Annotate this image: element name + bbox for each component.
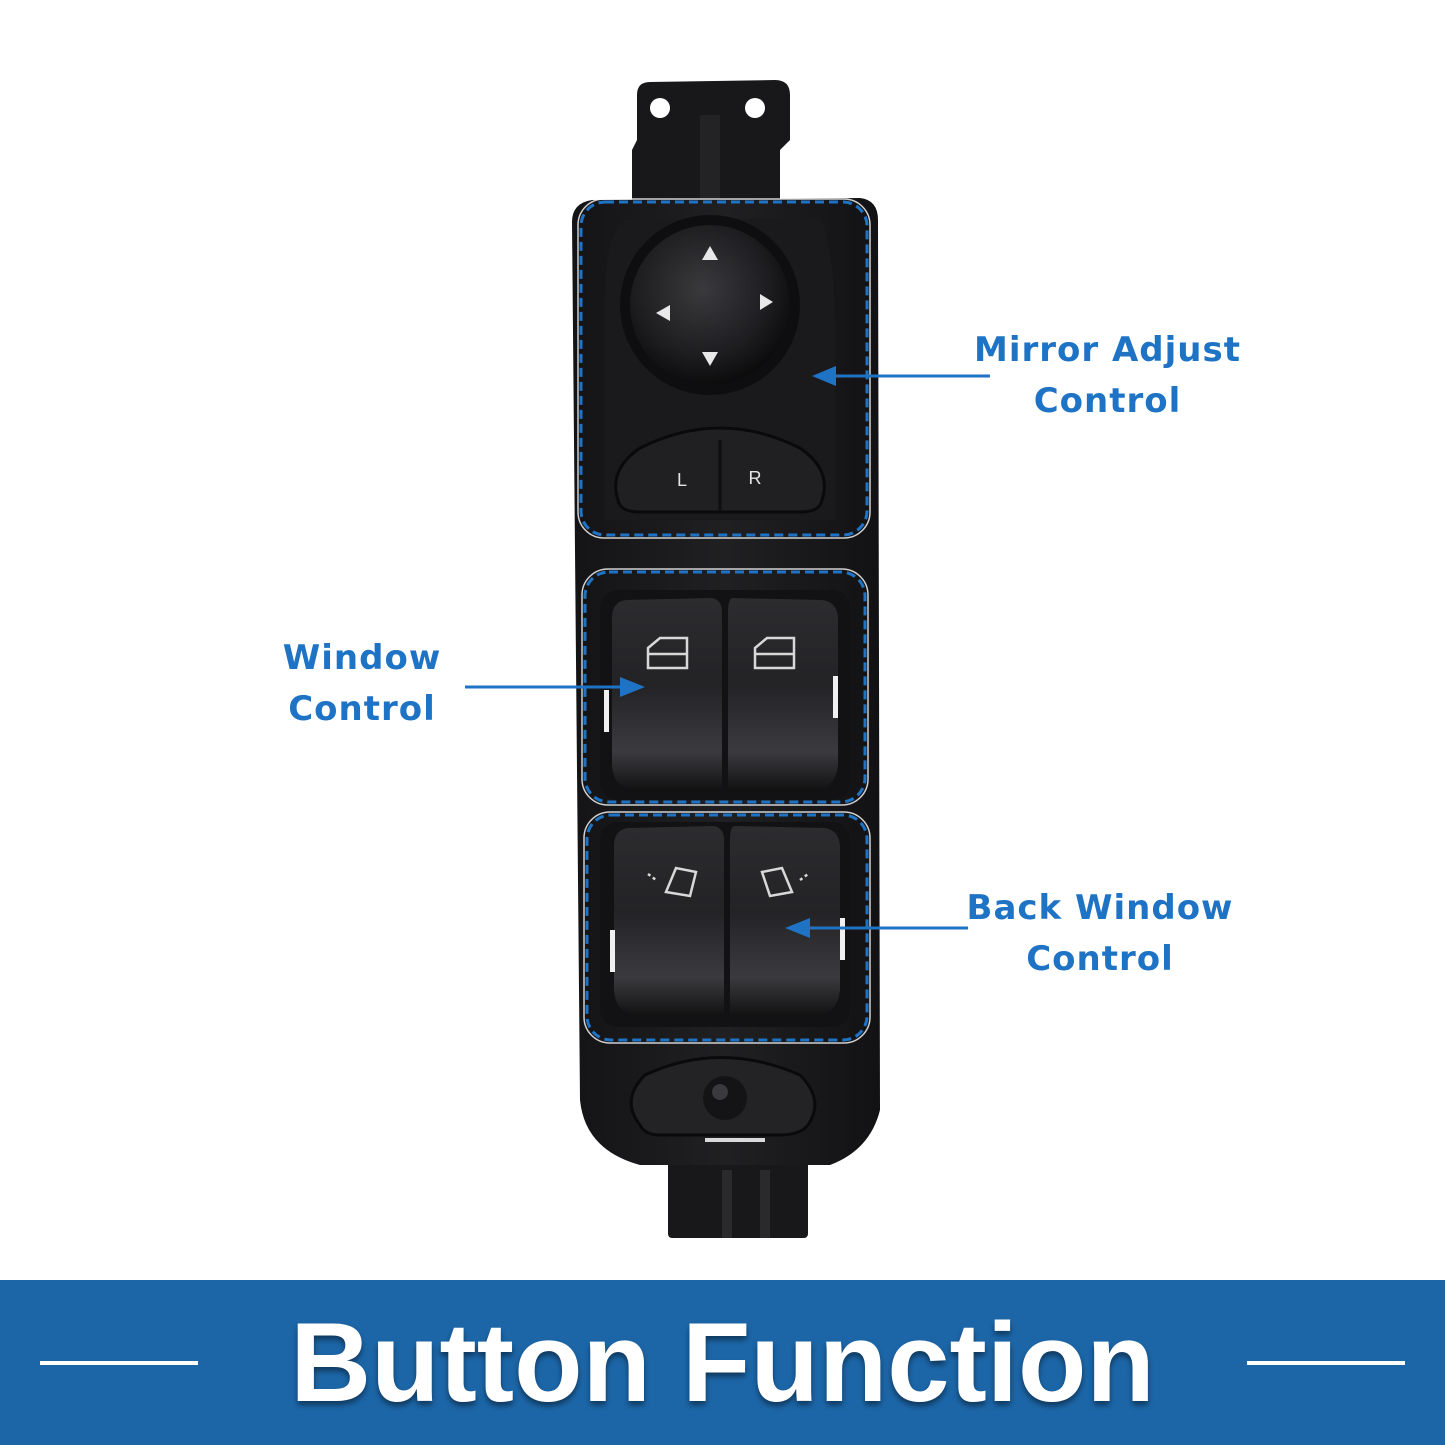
window-left-rocker[interactable] <box>612 598 722 790</box>
window-up-icon <box>646 636 689 670</box>
arrow-right-icon <box>760 294 773 310</box>
switch-label-left: L <box>677 470 687 490</box>
back-label-line2: Control <box>1026 939 1174 979</box>
lock-button-section <box>629 1056 817 1142</box>
switch-label-right: R <box>749 468 762 488</box>
window-highlight-outline <box>583 570 867 804</box>
window-arrow <box>465 677 645 697</box>
mirror-arrow <box>812 366 990 386</box>
mirror-adjust-section: L R <box>605 215 835 520</box>
mirror-label-line2: Control <box>1033 381 1182 421</box>
arrow-up-icon <box>702 246 718 260</box>
top-mount-tab <box>632 80 790 200</box>
mirror-joystick-icon[interactable] <box>630 225 790 385</box>
window-label-line1: Window <box>282 638 442 678</box>
mirror-adjust-label: Mirror Adjust Control <box>960 325 1255 427</box>
mirror-label-line1: Mirror Adjust <box>974 330 1241 370</box>
window-label-line2: Control <box>288 689 436 729</box>
mirror-highlight-outline <box>579 200 869 537</box>
arrow-down-icon <box>702 352 718 366</box>
back-window-control-section <box>600 822 850 1027</box>
banner-title: Button Function <box>290 1300 1155 1425</box>
banner-rule-left <box>40 1361 198 1365</box>
rear-window-icon <box>760 866 809 898</box>
window-right-rocker[interactable] <box>728 598 838 790</box>
arrow-left-icon <box>656 305 670 321</box>
window-up-icon <box>753 636 796 670</box>
back-window-control-label: Back Window Control <box>950 883 1250 985</box>
back-label-line1: Back Window <box>966 888 1234 928</box>
back-window-left-rocker[interactable] <box>614 826 724 1015</box>
banner-rule-right <box>1247 1361 1405 1365</box>
window-switch-panel: L R <box>465 80 990 1238</box>
window-control-label: Window Control <box>262 633 462 735</box>
title-banner: Button Function <box>0 1280 1445 1445</box>
window-control-section <box>600 590 850 800</box>
product-photo: L R <box>262 80 1255 1238</box>
bottom-connector <box>668 1160 808 1238</box>
back-window-right-rocker[interactable] <box>730 826 840 1015</box>
back-window-arrow <box>785 918 968 938</box>
rear-window-icon <box>647 866 698 898</box>
